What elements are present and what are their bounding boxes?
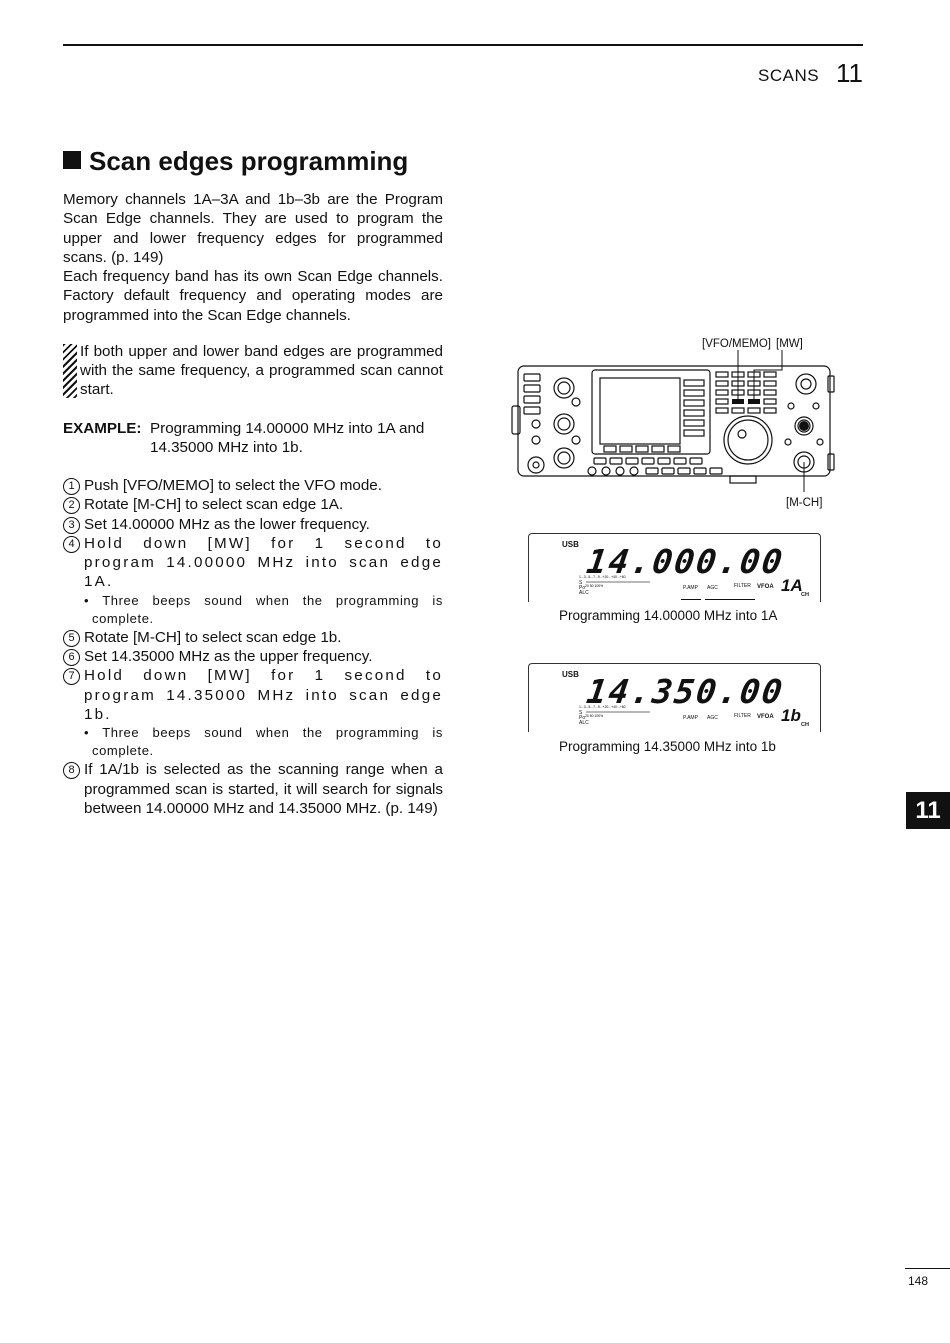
section-title-text: Scan edges programming [89,146,409,176]
meter-label-alc: ALC [579,590,589,596]
example-block: EXAMPLE: Programming 14.00000 MHz into 1… [63,419,443,458]
s-scale: 1...3...5...7...9...+20...+40...+60 [579,705,626,709]
note-block: If both upper and lower band edges are p… [63,342,443,399]
page-number-rule [905,1268,950,1269]
meter-label-alc: ALC [579,720,589,726]
step-text: Rotate [M-CH] to select scan edge 1A. [84,496,344,514]
section-title: Scan edges programming [63,146,408,177]
channel-label: CH [801,592,809,598]
bullet-note: • Three beeps sound when the programming… [84,592,443,626]
step-text: Push [VFO/MEMO] to select the VFO mode. [84,477,382,494]
filter-label: FILTER [734,713,751,719]
channel-indicator: 1A [781,576,803,595]
bullet-note: • Three beeps sound when the programming… [84,725,443,759]
lcd-divider [681,599,701,602]
example-text: Programming 14.00000 MHz into 1A and 14.… [150,420,425,457]
meter-label-s: S [579,580,583,586]
page-number: 148 [908,1274,929,1288]
mch-label: [M-CH] [786,497,823,509]
header-section: SCANS [758,66,820,85]
mode-indicator: USB [562,670,579,679]
s-scale: 1...3...5...7...9...+20...+40...+60 [579,575,626,579]
vfo-memo-label: [VFO/MEMO] [702,338,771,350]
step-text: Set 14.35000 MHz as the upper frequency. [84,648,373,666]
header-chapter: 11 [836,58,863,88]
step-number: 2 [63,497,80,515]
step-text: Rotate [M-CH] to select scan edge 1b. [84,628,342,646]
meter-label-po: Po [579,585,586,591]
caption-display-1a: Programming 14.00000 MHz into 1A [559,608,778,623]
caption-display-1b: Programming 14.35000 MHz into 1b [559,739,776,754]
channel-label: CH [801,722,809,728]
agc-label: AGC [707,715,718,721]
meter-label-po: Po [579,715,586,721]
s-meter: 1...3...5...7...9...+20...+40...+60 20 5… [579,705,650,718]
lcd-display-1b: USB 14.350.00 1...3...5...7...9...+20...… [528,663,821,732]
filter-label: FILTER [734,583,751,589]
radio-front-panel [511,350,835,492]
mode-indicator: USB [562,540,579,549]
step-number: 4 [63,535,80,553]
chapter-side-tab: 11 [906,792,950,829]
example-label: EXAMPLE: [63,420,142,437]
step-number: 7 [63,668,80,686]
intro-paragraph-1: Memory channels 1A–3A and 1b–3b are the … [63,191,443,266]
step-number: 3 [63,516,80,534]
vfo-indicator: VFOA [757,584,774,590]
vfo-indicator: VFOA [757,714,774,720]
po-scale: 20 50 100% [585,584,603,588]
step-text: Hold down [MW] for 1 second to program 1… [84,534,443,591]
step-number: 1 [63,478,80,495]
square-bullet-icon [63,151,81,169]
step-text: Hold down [MW] for 1 second to program 1… [84,667,443,723]
lcd-display-1a: USB 14.000.00 1...3...5...7...9...+20...… [528,533,821,602]
lcd-divider [705,599,755,602]
pamp-label: P.AMP [683,585,698,591]
step-number: 6 [63,649,80,667]
pamp-label: P.AMP [683,715,698,721]
note-text: If both upper and lower band edges are p… [80,343,443,398]
step-text: If 1A/1b is selected as the scanning ran… [84,761,443,817]
intro-paragraph-2: Each frequency band has its own Scan Edg… [63,268,443,324]
step-number: 8 [63,762,80,780]
agc-label: AGC [707,585,718,591]
mw-label: [MW] [776,338,803,350]
step-number: 5 [63,629,80,647]
note-hatch-icon [63,344,77,398]
po-scale: 20 50 100% [585,714,603,718]
header-rule [63,44,863,46]
step-text: Set 14.00000 MHz as the lower frequency. [84,515,370,533]
s-meter: 1...3...5...7...9...+20...+40...+60 20 5… [579,575,650,588]
meter-label-s: S [579,710,583,716]
channel-indicator: 1b [781,706,801,725]
